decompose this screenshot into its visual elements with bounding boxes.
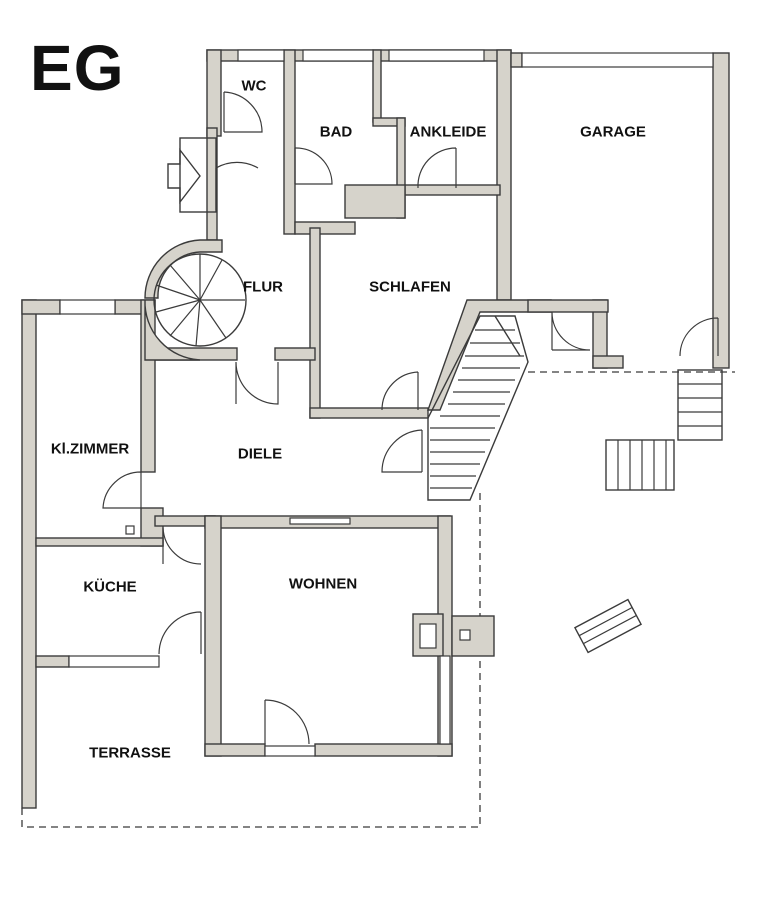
room-label-kinderzimmer: Kl.ZIMMER [50,440,130,458]
room-label-diele: DIELE [237,445,283,463]
entrance-arrow-icon [167,147,201,205]
room-label-wohnen: WOHNEN [288,575,358,593]
room-label-flur: FLUR [243,278,283,296]
fireplace-opening [419,623,437,649]
room-label-wc: WC [241,77,267,95]
exterior-steps [605,369,723,491]
room-label-schlafen: SCHLAFEN [369,278,451,296]
entrance-steps [179,137,217,213]
room-label-garage: GARAGE [580,123,646,141]
main-staircase [427,315,529,501]
windows [59,49,714,757]
room-label-ankleide: ANKLEIDE [409,123,487,141]
door-swings [102,91,719,745]
chimney-box [459,629,471,641]
floor-title: EG [30,32,125,104]
room-label-bad: BAD [319,123,353,141]
walls [21,49,730,809]
spiral-staircase [153,253,247,347]
garden-bench [573,598,643,654]
room-label-terrasse: TERRASSE [89,744,171,762]
shaft-box [125,525,135,535]
room-label-kueche: KÜCHE [83,578,137,596]
